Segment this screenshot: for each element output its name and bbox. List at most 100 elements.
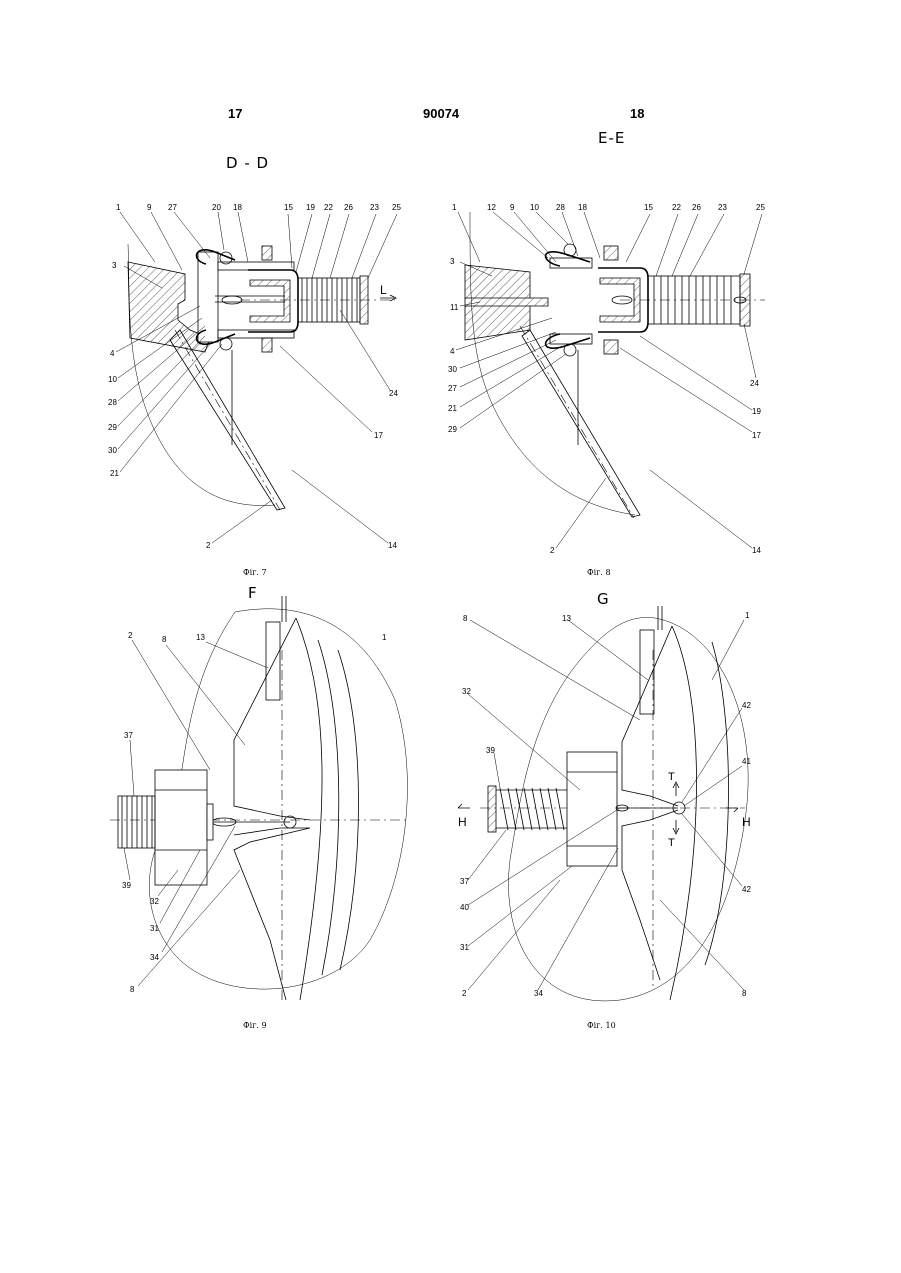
fig8-callout-3: 3 (450, 257, 455, 266)
fig7-callout-10: 10 (108, 375, 117, 384)
fig10-callout-8b: 8 (742, 989, 747, 998)
fig7-callout-1: 1 (116, 203, 121, 212)
fig8-leaders (456, 212, 762, 548)
fig9-callout-32: 32 (150, 897, 159, 906)
fig8-callout-10: 10 (530, 203, 539, 212)
fig10-callout-8: 8 (463, 614, 468, 623)
fig10-section-h-left: H (458, 815, 467, 829)
fig8-callout-24: 24 (750, 379, 759, 388)
fig8-callout-14: 14 (752, 546, 761, 555)
fig7-callout-9: 9 (147, 203, 152, 212)
fig8-top-plate (550, 258, 592, 268)
fig10-t-arrow-bottom (673, 820, 679, 834)
fig8-callout-18: 18 (578, 203, 587, 212)
fig8-callout-22: 22 (672, 203, 681, 212)
fig8-nut-bottom (604, 340, 618, 354)
fig7-callout-18: 18 (233, 203, 242, 212)
fig9-callout-37: 37 (124, 731, 133, 740)
fig7-cup (248, 270, 298, 332)
fig7-callout-4: 4 (110, 349, 115, 358)
fig10-weight (567, 752, 617, 866)
fig7-nut-top (262, 246, 272, 260)
fig8-callout-19: 19 (752, 407, 761, 416)
fig10-section-t-top: T (668, 771, 675, 783)
fig10-callout-2: 2 (462, 989, 467, 998)
fig7-callout-25: 25 (392, 203, 401, 212)
fig7-callout-30: 30 (108, 446, 117, 455)
fig8-callout-26: 26 (692, 203, 701, 212)
fig8-callout-17: 17 (752, 431, 761, 440)
fig7-callout-20: 20 (212, 203, 221, 212)
fig9-spring (118, 796, 155, 848)
fig8-blade (522, 330, 640, 517)
fig7-direction-l: L (380, 283, 387, 297)
fig8-callout-29: 29 (448, 425, 457, 434)
fig7-callout-21: 21 (110, 469, 119, 478)
fig8-callout-23: 23 (718, 203, 727, 212)
fig7-blade-axis (175, 330, 280, 510)
fig7-callout-2: 2 (206, 541, 211, 550)
fig10-callout-31: 31 (460, 943, 469, 952)
fig10-callout-40: 40 (460, 903, 469, 912)
fig7-callout-29: 29 (108, 423, 117, 432)
fig8-callout-25: 25 (756, 203, 765, 212)
fig7-cup-wall (250, 280, 290, 322)
fig9-lower-wedge (234, 828, 310, 1000)
fig8-callout-11: 11 (450, 303, 459, 312)
fig10-callout-1: 1 (745, 611, 750, 620)
fig9-weight-hub (207, 804, 213, 840)
fig8-callout-12: 12 (487, 203, 496, 212)
fig10-callout-42-bottom: 42 (742, 885, 751, 894)
fig7-nut-bottom (262, 338, 272, 352)
fig7-callout-19: 19 (306, 203, 315, 212)
fig9-callout-39: 39 (122, 881, 131, 890)
fig10-callout-37: 37 (460, 877, 469, 886)
fig10-section-h-right: H (742, 815, 751, 829)
fig7-callout-22: 22 (324, 203, 333, 212)
fig7-callout-27: 27 (168, 203, 177, 212)
fig10-callout-32: 32 (462, 687, 471, 696)
fig7-flange (198, 252, 218, 342)
fig10-section-t-bottom: T (668, 837, 675, 849)
fig7-callout-17: 17 (374, 431, 383, 440)
fig8-callout-4: 4 (450, 347, 455, 356)
fig7-callout-14: 14 (388, 541, 397, 550)
fig9-callout-2: 2 (128, 631, 133, 640)
fig8-callout-27: 27 (448, 384, 457, 393)
fig9-callout-8: 8 (162, 635, 167, 644)
fig8-callout-21: 21 (448, 404, 457, 413)
figure-8-drawing: 1 12 9 10 28 18 15 22 26 23 25 3 11 4 30… (448, 203, 765, 555)
fig9-callout-31: 31 (150, 924, 159, 933)
figure-9-drawing: 2 8 13 1 37 39 32 31 34 8 (110, 596, 410, 1000)
fig10-callout-39: 39 (486, 746, 495, 755)
fig7-callout-15: 15 (284, 203, 293, 212)
fig10-top-stem (658, 606, 662, 630)
fig7-link (222, 296, 242, 304)
fig8-callout-1: 1 (452, 203, 457, 212)
fig8-callout-2: 2 (550, 546, 555, 555)
fig10-rim (705, 642, 728, 965)
fig9-mount-block (266, 622, 280, 700)
fig8-blade-axis (520, 326, 634, 518)
fig10-lower-wedge (622, 810, 678, 980)
fig10-callout-34: 34 (534, 989, 543, 998)
fig10-callout-42-top: 42 (742, 701, 751, 710)
fig9-top-stem (282, 596, 286, 622)
fig10-callout-41: 41 (742, 757, 751, 766)
fig8-callout-28: 28 (556, 203, 565, 212)
fig10-main-curve (670, 626, 697, 1000)
fig9-callout-1: 1 (382, 633, 387, 642)
fig9-weight (155, 770, 207, 885)
fig7-callout-24: 24 (389, 389, 398, 398)
fig9-callout-34: 34 (150, 953, 159, 962)
fig9-callout-8b: 8 (130, 985, 135, 994)
fig9-rim-2 (338, 650, 359, 970)
figure-7-drawing: 1 9 27 20 18 15 19 22 26 23 25 3 L 4 10 … (108, 203, 401, 550)
fig8-callout-9: 9 (510, 203, 515, 212)
fig8-nut-top (604, 246, 618, 260)
fig7-callout-26: 26 (344, 203, 353, 212)
fig10-t-arrow-top (673, 782, 679, 796)
fig7-callout-3: 3 (112, 261, 117, 270)
